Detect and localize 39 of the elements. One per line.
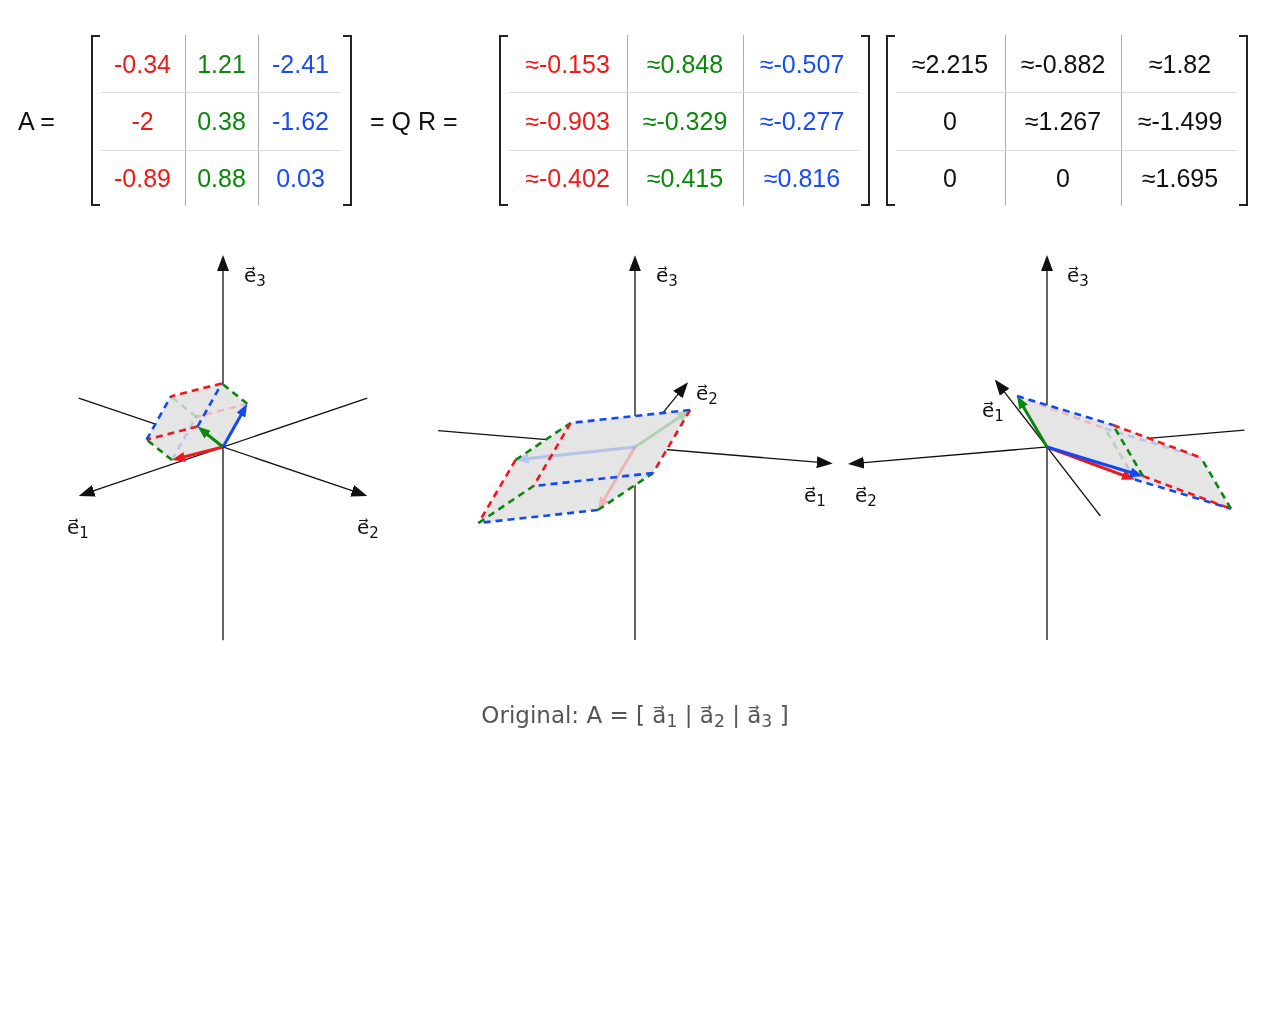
matrix-entry: 0 xyxy=(1056,163,1070,193)
axis-label: e⃗$_{2}$ xyxy=(855,482,877,508)
matrix-entry: -2.41 xyxy=(272,48,329,79)
matrix-entry: -2 xyxy=(131,106,154,136)
matrix-entry: ≈0.848 xyxy=(646,48,724,79)
caption: Original: A = [ a⃗$_{1}$ | a⃗$_{2}$ | a⃗$_{3}$ ] xyxy=(481,701,789,731)
matrix-entry: 1.21 xyxy=(197,48,246,79)
matrix-entry: 0.88 xyxy=(197,163,246,193)
axis-label: e⃗$_{3}$ xyxy=(656,262,678,288)
matrix-entry: ≈-0.153 xyxy=(525,48,610,79)
axis-label: e⃗$_{3}$ xyxy=(244,262,266,288)
axis-label: e⃗$_{1}$ xyxy=(67,514,89,540)
matrix-entry: 0 xyxy=(943,163,957,193)
axis-label: e⃗$_{2}$ xyxy=(357,514,379,540)
matrix-entry: -0.89 xyxy=(114,163,171,193)
matrix-entry: ≈2.215 xyxy=(911,48,989,79)
matrix-entry: ≈-1.499 xyxy=(1137,106,1223,136)
matrix-entry: ≈1.82 xyxy=(1148,48,1212,79)
matrix-entry: -0.34 xyxy=(114,48,171,79)
matrix-entry: -1.62 xyxy=(272,106,329,136)
matrix-entry: ≈0.415 xyxy=(646,163,724,193)
matrix-entry: ≈1.695 xyxy=(1141,163,1219,193)
matrix-entry: ≈-0.507 xyxy=(759,48,845,79)
matrix-entry: ≈0.816 xyxy=(763,163,841,193)
axis-label: e⃗$_{1}$ xyxy=(804,482,826,508)
matrix-entry: 0.38 xyxy=(197,106,246,136)
matrix-entry: ≈-0.402 xyxy=(525,163,610,193)
matrix-entry: ≈-0.329 xyxy=(642,106,728,136)
axis-label: e⃗$_{2}$ xyxy=(696,380,718,406)
matrix-entry: ≈-0.903 xyxy=(525,106,610,136)
matrix-entry: ≈1.267 xyxy=(1024,106,1102,136)
matrix-entry: 0.03 xyxy=(276,163,325,193)
matrix-entry: 0 xyxy=(943,106,957,136)
matrix-entry: ≈-0.277 xyxy=(759,106,845,136)
equation-label: A = xyxy=(18,106,55,136)
matrix-entry: ≈-0.882 xyxy=(1020,48,1106,79)
axis-label: e⃗$_{3}$ xyxy=(1067,262,1089,288)
axis-label: e⃗$_{1}$ xyxy=(982,397,1004,423)
equation-label: = Q R = xyxy=(370,106,458,136)
